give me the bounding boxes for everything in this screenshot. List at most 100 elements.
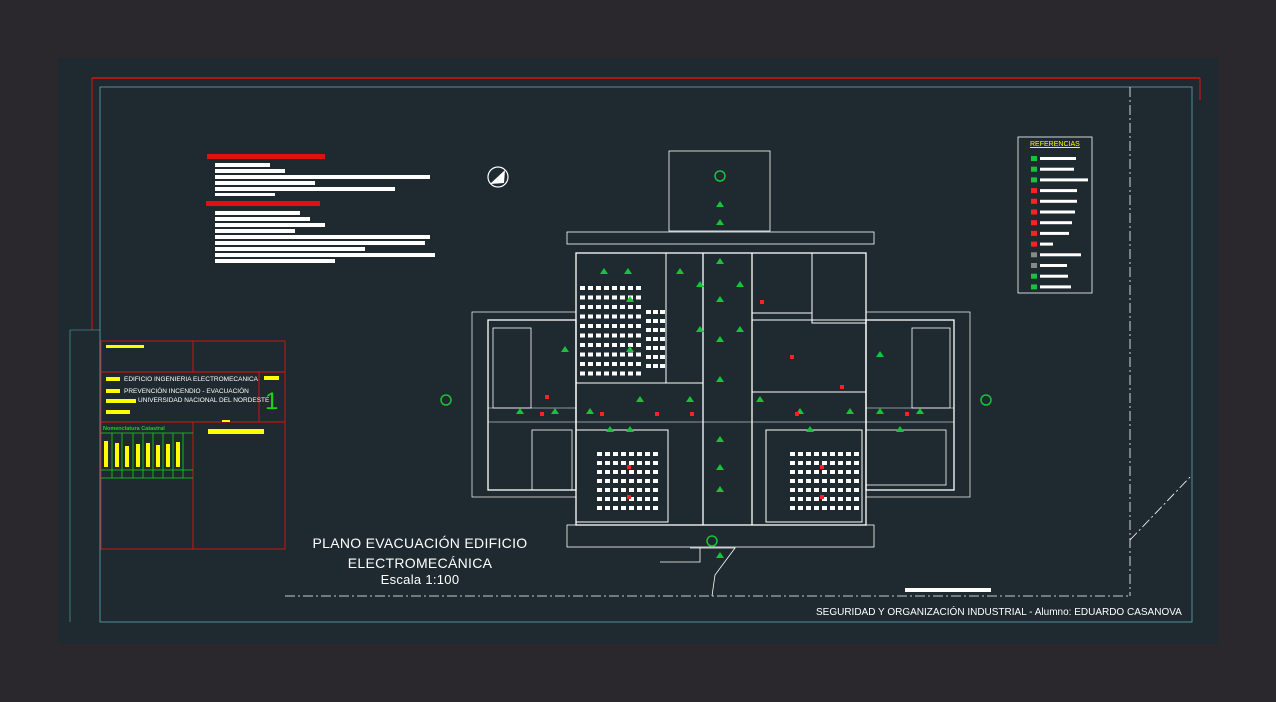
seat bbox=[790, 452, 795, 456]
legend-light-icon bbox=[1031, 284, 1037, 290]
exit-arrow-icon bbox=[561, 346, 569, 352]
seat bbox=[612, 371, 617, 376]
legend-panel-icon bbox=[1031, 263, 1037, 268]
seat bbox=[653, 452, 658, 456]
seat bbox=[613, 488, 618, 492]
exit-arrow-icon bbox=[916, 408, 924, 414]
seat bbox=[798, 488, 803, 492]
drawing-footer: SEGURIDAD Y ORGANIZACIÓN INDUSTRIAL - Al… bbox=[816, 607, 1182, 618]
seat bbox=[653, 488, 658, 492]
seat bbox=[645, 461, 650, 465]
legend-pushbutton-label bbox=[1040, 242, 1053, 246]
exit-arrow-icon bbox=[696, 326, 704, 332]
legend-sprinkler-label bbox=[1040, 274, 1068, 278]
sprinkler-icon bbox=[980, 394, 992, 406]
seat bbox=[604, 371, 609, 376]
seat bbox=[838, 497, 843, 501]
seat bbox=[846, 461, 851, 465]
seat bbox=[604, 362, 609, 366]
seat bbox=[637, 452, 642, 456]
seat bbox=[854, 479, 859, 483]
seat bbox=[604, 333, 609, 338]
seat bbox=[588, 352, 593, 357]
seat bbox=[798, 470, 803, 474]
seat bbox=[653, 506, 658, 510]
extinguisher-icon bbox=[790, 355, 794, 359]
seat bbox=[814, 479, 819, 483]
seat bbox=[653, 470, 658, 474]
seat bbox=[605, 479, 610, 483]
seat bbox=[660, 364, 665, 368]
seat bbox=[596, 371, 601, 376]
seat bbox=[596, 362, 601, 366]
exit-arrow-icon bbox=[626, 426, 634, 432]
seat bbox=[814, 506, 819, 510]
legend-extinguisher-b-icon bbox=[1031, 198, 1037, 204]
seat bbox=[806, 452, 811, 456]
exit-arrow-icon bbox=[626, 346, 634, 352]
extinguisher-icon bbox=[820, 465, 824, 469]
seat bbox=[628, 314, 633, 319]
seat bbox=[653, 310, 658, 314]
exit-arrow-icon bbox=[716, 436, 724, 442]
seat bbox=[604, 314, 609, 319]
seat bbox=[613, 452, 618, 456]
legend-title: REFERENCIAS bbox=[1030, 141, 1080, 148]
seat bbox=[605, 497, 610, 501]
seat bbox=[580, 352, 585, 357]
seat bbox=[596, 295, 601, 300]
legend-panel-label bbox=[1040, 264, 1067, 267]
seat bbox=[653, 355, 658, 359]
seat bbox=[830, 452, 835, 456]
seat bbox=[612, 295, 617, 300]
property-line-diag2 bbox=[1129, 474, 1193, 541]
exit-arrow-icon bbox=[716, 552, 724, 558]
extinguisher-icon bbox=[627, 495, 631, 499]
seat bbox=[660, 310, 665, 314]
seat bbox=[838, 506, 843, 510]
legend-exit-sign-icon bbox=[1031, 166, 1037, 172]
seat bbox=[637, 461, 642, 465]
exit-arrow-icon bbox=[696, 281, 704, 287]
drawing-title-line2: ELECTROMECÁNICA bbox=[347, 555, 493, 571]
seat bbox=[613, 479, 618, 483]
seat bbox=[629, 461, 634, 465]
seat bbox=[814, 488, 819, 492]
exit-arrow-icon bbox=[636, 396, 644, 402]
seat bbox=[597, 461, 602, 465]
extinguisher-icon bbox=[820, 495, 824, 499]
seat bbox=[620, 371, 625, 376]
legend-hydrant-icon bbox=[1031, 230, 1037, 236]
entrance-canopy bbox=[668, 150, 771, 232]
seat bbox=[854, 452, 859, 456]
seat bbox=[798, 497, 803, 501]
seat bbox=[806, 488, 811, 492]
seat bbox=[645, 497, 650, 501]
exit-arrow-icon bbox=[716, 486, 724, 492]
extinguisher-icon bbox=[540, 412, 544, 416]
exit-arrow-icon bbox=[551, 408, 559, 414]
seat bbox=[580, 314, 585, 319]
extinguisher-icon bbox=[840, 385, 844, 389]
seat bbox=[814, 461, 819, 465]
exit-arrow-icon bbox=[586, 408, 594, 414]
seat bbox=[629, 506, 634, 510]
seat bbox=[637, 479, 642, 483]
legend-exit-arrow-icon bbox=[1031, 156, 1037, 161]
seat bbox=[814, 470, 819, 474]
seat bbox=[628, 371, 633, 376]
exit-arrow-icon bbox=[896, 426, 904, 432]
seat bbox=[646, 337, 651, 341]
building-core bbox=[575, 252, 867, 526]
floor-plan bbox=[471, 150, 971, 597]
legend-alarm-icon bbox=[1031, 220, 1037, 226]
seat bbox=[628, 305, 633, 309]
sheet-number: 1 bbox=[265, 388, 279, 415]
seat bbox=[830, 497, 835, 501]
seat bbox=[846, 479, 851, 483]
seat bbox=[822, 506, 827, 510]
extinguisher-icon bbox=[655, 412, 659, 416]
seat bbox=[628, 352, 633, 357]
seat bbox=[814, 497, 819, 501]
